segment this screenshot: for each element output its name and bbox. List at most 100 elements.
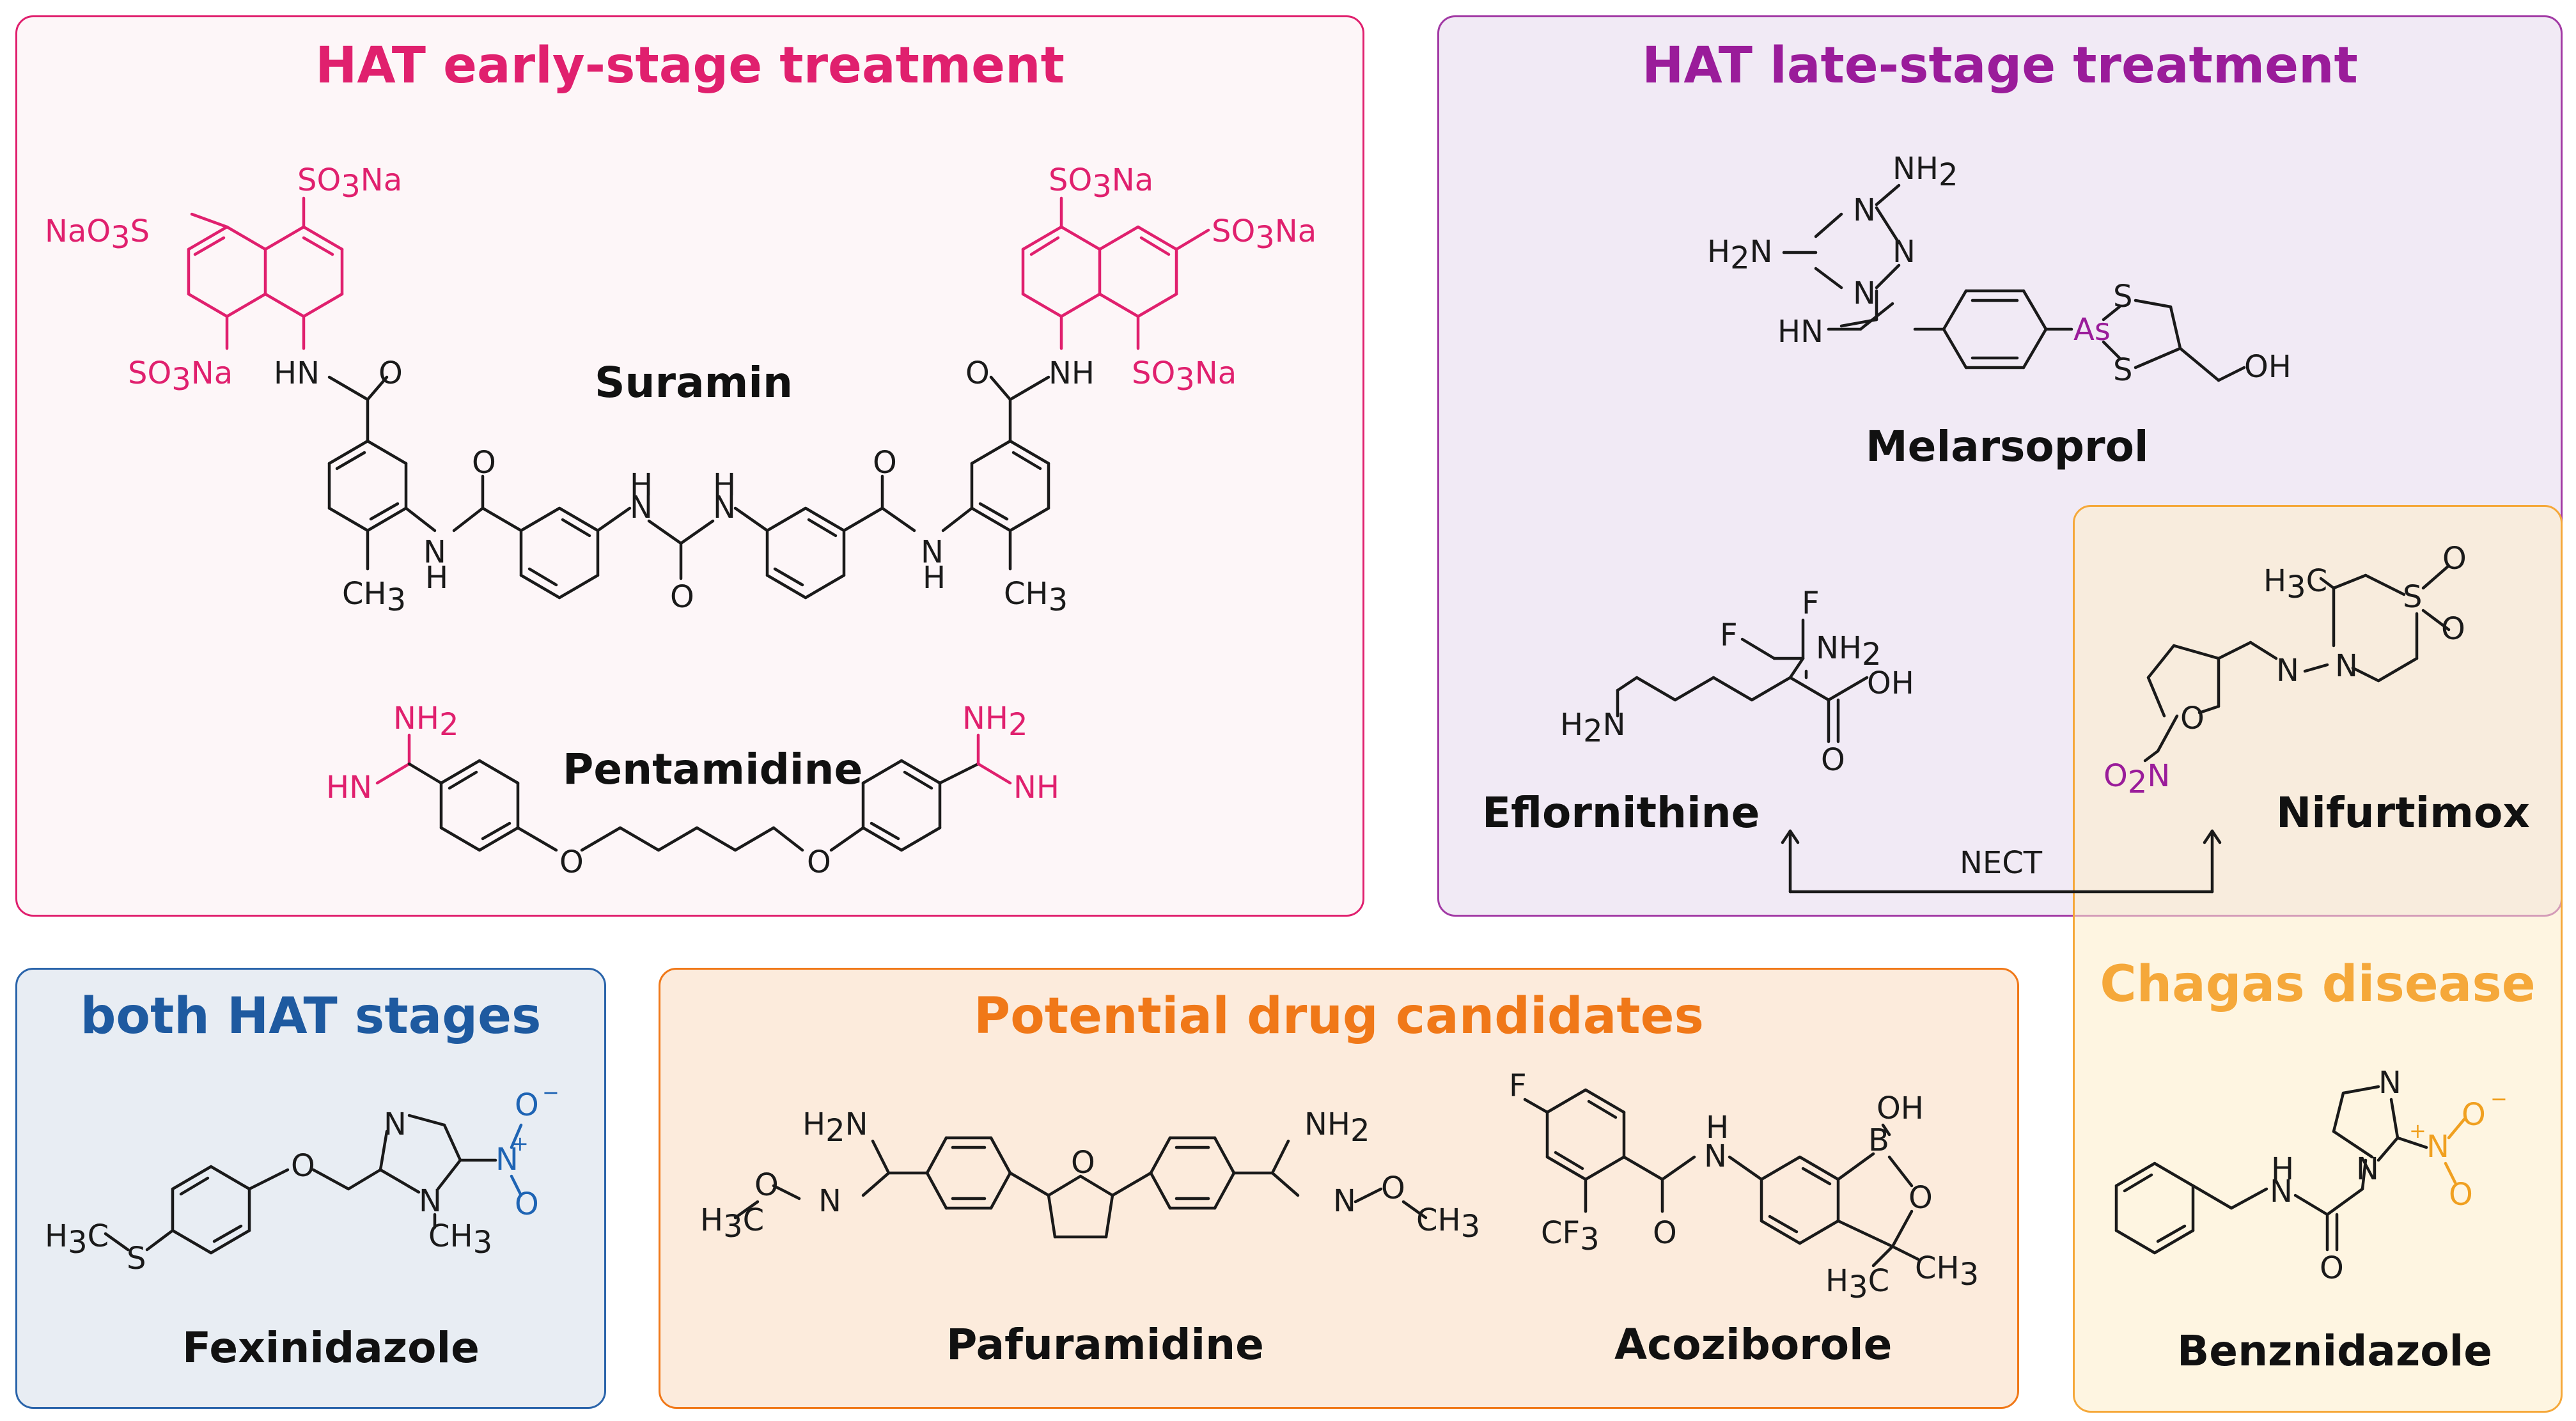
svg-text:N: N <box>1333 1183 1356 1219</box>
svg-text:O: O <box>379 355 403 391</box>
svg-text:O: O <box>1381 1170 1405 1206</box>
svg-text:H: H <box>1706 1110 1729 1145</box>
svg-text:OH: OH <box>1877 1091 1924 1126</box>
svg-text:O: O <box>1653 1215 1677 1251</box>
svg-text:H2N: H2N <box>1560 707 1626 749</box>
svg-text:NH2: NH2 <box>962 701 1028 743</box>
svg-text:O: O <box>670 579 694 615</box>
label-pentamidine: Pentamidine <box>563 745 863 794</box>
svg-text:H3C: H3C <box>1825 1263 1889 1305</box>
svg-text:O: O <box>754 1167 779 1203</box>
fexinidazole-structure: H3C S O N N CH3 N + O − O <box>45 1080 559 1277</box>
svg-text:OH: OH <box>2244 349 2291 385</box>
benznidazole-structure: N H O N N N + O − O <box>2114 1065 2508 1286</box>
svg-text:O: O <box>515 1186 539 1222</box>
svg-text:SO3Na: SO3Na <box>1132 355 1237 398</box>
svg-text:N: N <box>1853 192 1876 228</box>
svg-text:−: − <box>542 1080 559 1105</box>
svg-text:H: H <box>2271 1151 2294 1187</box>
svg-text:CH3: CH3 <box>342 576 406 618</box>
acoziborole-structure: F CF3 O H N B OH O H3C CH3 <box>1509 1068 1979 1305</box>
svg-text:N: N <box>1853 276 1876 311</box>
svg-text:O: O <box>559 844 584 880</box>
svg-text:NH2: NH2 <box>393 701 459 743</box>
svg-text:S: S <box>2403 579 2422 615</box>
panel-both-stages <box>15 968 606 1409</box>
svg-text:NH: NH <box>1013 770 1059 805</box>
svg-text:H: H <box>713 467 736 503</box>
svg-text:HN: HN <box>274 355 320 391</box>
svg-text:N: N <box>2356 1151 2379 1187</box>
svg-text:O: O <box>1821 742 1845 778</box>
panel-potential <box>659 968 2019 1409</box>
nect-arrow-lines <box>1781 829 2222 894</box>
title-chagas: Chagas disease <box>2100 956 2536 1013</box>
label-acoziborole: Acoziborole <box>1614 1320 1893 1369</box>
svg-text:NH2: NH2 <box>1893 151 1958 193</box>
svg-text:N: N <box>2378 1065 2401 1101</box>
svg-text:SO3Na: SO3Na <box>1049 162 1153 205</box>
svg-text:NH2: NH2 <box>1304 1107 1370 1149</box>
svg-text:HN: HN <box>1777 314 1823 350</box>
svg-text:CH3: CH3 <box>1416 1202 1480 1245</box>
pentamidine-structure: NH2 HN O O NH2 NH <box>326 701 1059 880</box>
svg-text:H: H <box>630 467 653 503</box>
svg-text:N: N <box>630 490 653 525</box>
title-potential: Potential drug candidates <box>974 988 1704 1045</box>
svg-text:NaO3S: NaO3S <box>45 214 150 256</box>
svg-text:N: N <box>419 1183 442 1219</box>
svg-text:N: N <box>2276 653 2299 688</box>
svg-text:O: O <box>2180 701 2205 736</box>
suramin-right-naphthalene <box>1021 196 1210 350</box>
svg-text:O: O <box>1071 1145 1095 1181</box>
svg-text:N: N <box>2270 1174 2293 1209</box>
nifurtimox-structure: H3C S O O N N O O2N <box>2104 541 2467 800</box>
svg-text:+: + <box>2409 1119 2426 1143</box>
svg-text:CH3: CH3 <box>1004 576 1068 618</box>
svg-text:N: N <box>921 534 944 570</box>
svg-text:H: H <box>425 560 448 596</box>
label-eflornithine: Eflornithine <box>1482 788 1760 837</box>
svg-text:O: O <box>965 355 990 391</box>
nect-label: NECT <box>1960 845 2043 881</box>
label-nifurtimox: Nifurtimox <box>2276 788 2530 837</box>
svg-text:F: F <box>1802 586 1820 621</box>
svg-text:N: N <box>423 534 446 570</box>
svg-text:−: − <box>2490 1087 2508 1111</box>
panel-early-stage <box>15 15 1364 917</box>
svg-text:O: O <box>1909 1180 1933 1216</box>
title-early-stage: HAT early-stage treatment <box>315 37 1065 95</box>
title-late-stage: HAT late-stage treatment <box>1642 37 2358 95</box>
svg-text:CH3: CH3 <box>1915 1250 1979 1293</box>
svg-text:H3C: H3C <box>45 1218 109 1261</box>
svg-text:N: N <box>496 1142 519 1177</box>
svg-text:O: O <box>472 445 496 481</box>
label-melarsoprol: Melarsoprol <box>1866 422 2149 471</box>
label-pafuramidine: Pafuramidine <box>946 1320 1264 1369</box>
svg-text:O: O <box>2462 1097 2486 1133</box>
svg-text:O: O <box>2441 611 2465 647</box>
svg-text:H2N: H2N <box>802 1107 868 1149</box>
svg-text:O: O <box>2449 1177 2473 1213</box>
svg-text:SO3Na: SO3Na <box>1212 214 1316 256</box>
suramin-left-naphthalene <box>187 196 344 350</box>
svg-text:O2N: O2N <box>2104 758 2170 800</box>
panel-chagas <box>2073 505 2563 1413</box>
pafuramidine-structure: H2N N O H3C O NH2 N O CH3 <box>700 1107 1480 1245</box>
svg-text:N: N <box>2426 1129 2449 1165</box>
svg-text:SO3Na: SO3Na <box>297 162 402 205</box>
svg-text:S: S <box>2113 279 2132 314</box>
svg-text:F: F <box>1720 617 1738 653</box>
svg-text:N: N <box>1893 234 1916 270</box>
svg-text:O: O <box>873 445 897 481</box>
svg-text:O: O <box>515 1087 539 1123</box>
melarsoprol-structure: NH2 H2N N N N HN As S S OH <box>1707 151 2291 388</box>
svg-text:O: O <box>2320 1250 2344 1286</box>
svg-text:N: N <box>818 1183 841 1219</box>
title-both-stages: both HAT stages <box>80 988 542 1045</box>
svg-text:CH3: CH3 <box>428 1218 492 1261</box>
svg-text:CF3: CF3 <box>1541 1215 1600 1257</box>
svg-text:NH2: NH2 <box>1816 630 1882 672</box>
svg-text:NH: NH <box>1049 355 1095 391</box>
